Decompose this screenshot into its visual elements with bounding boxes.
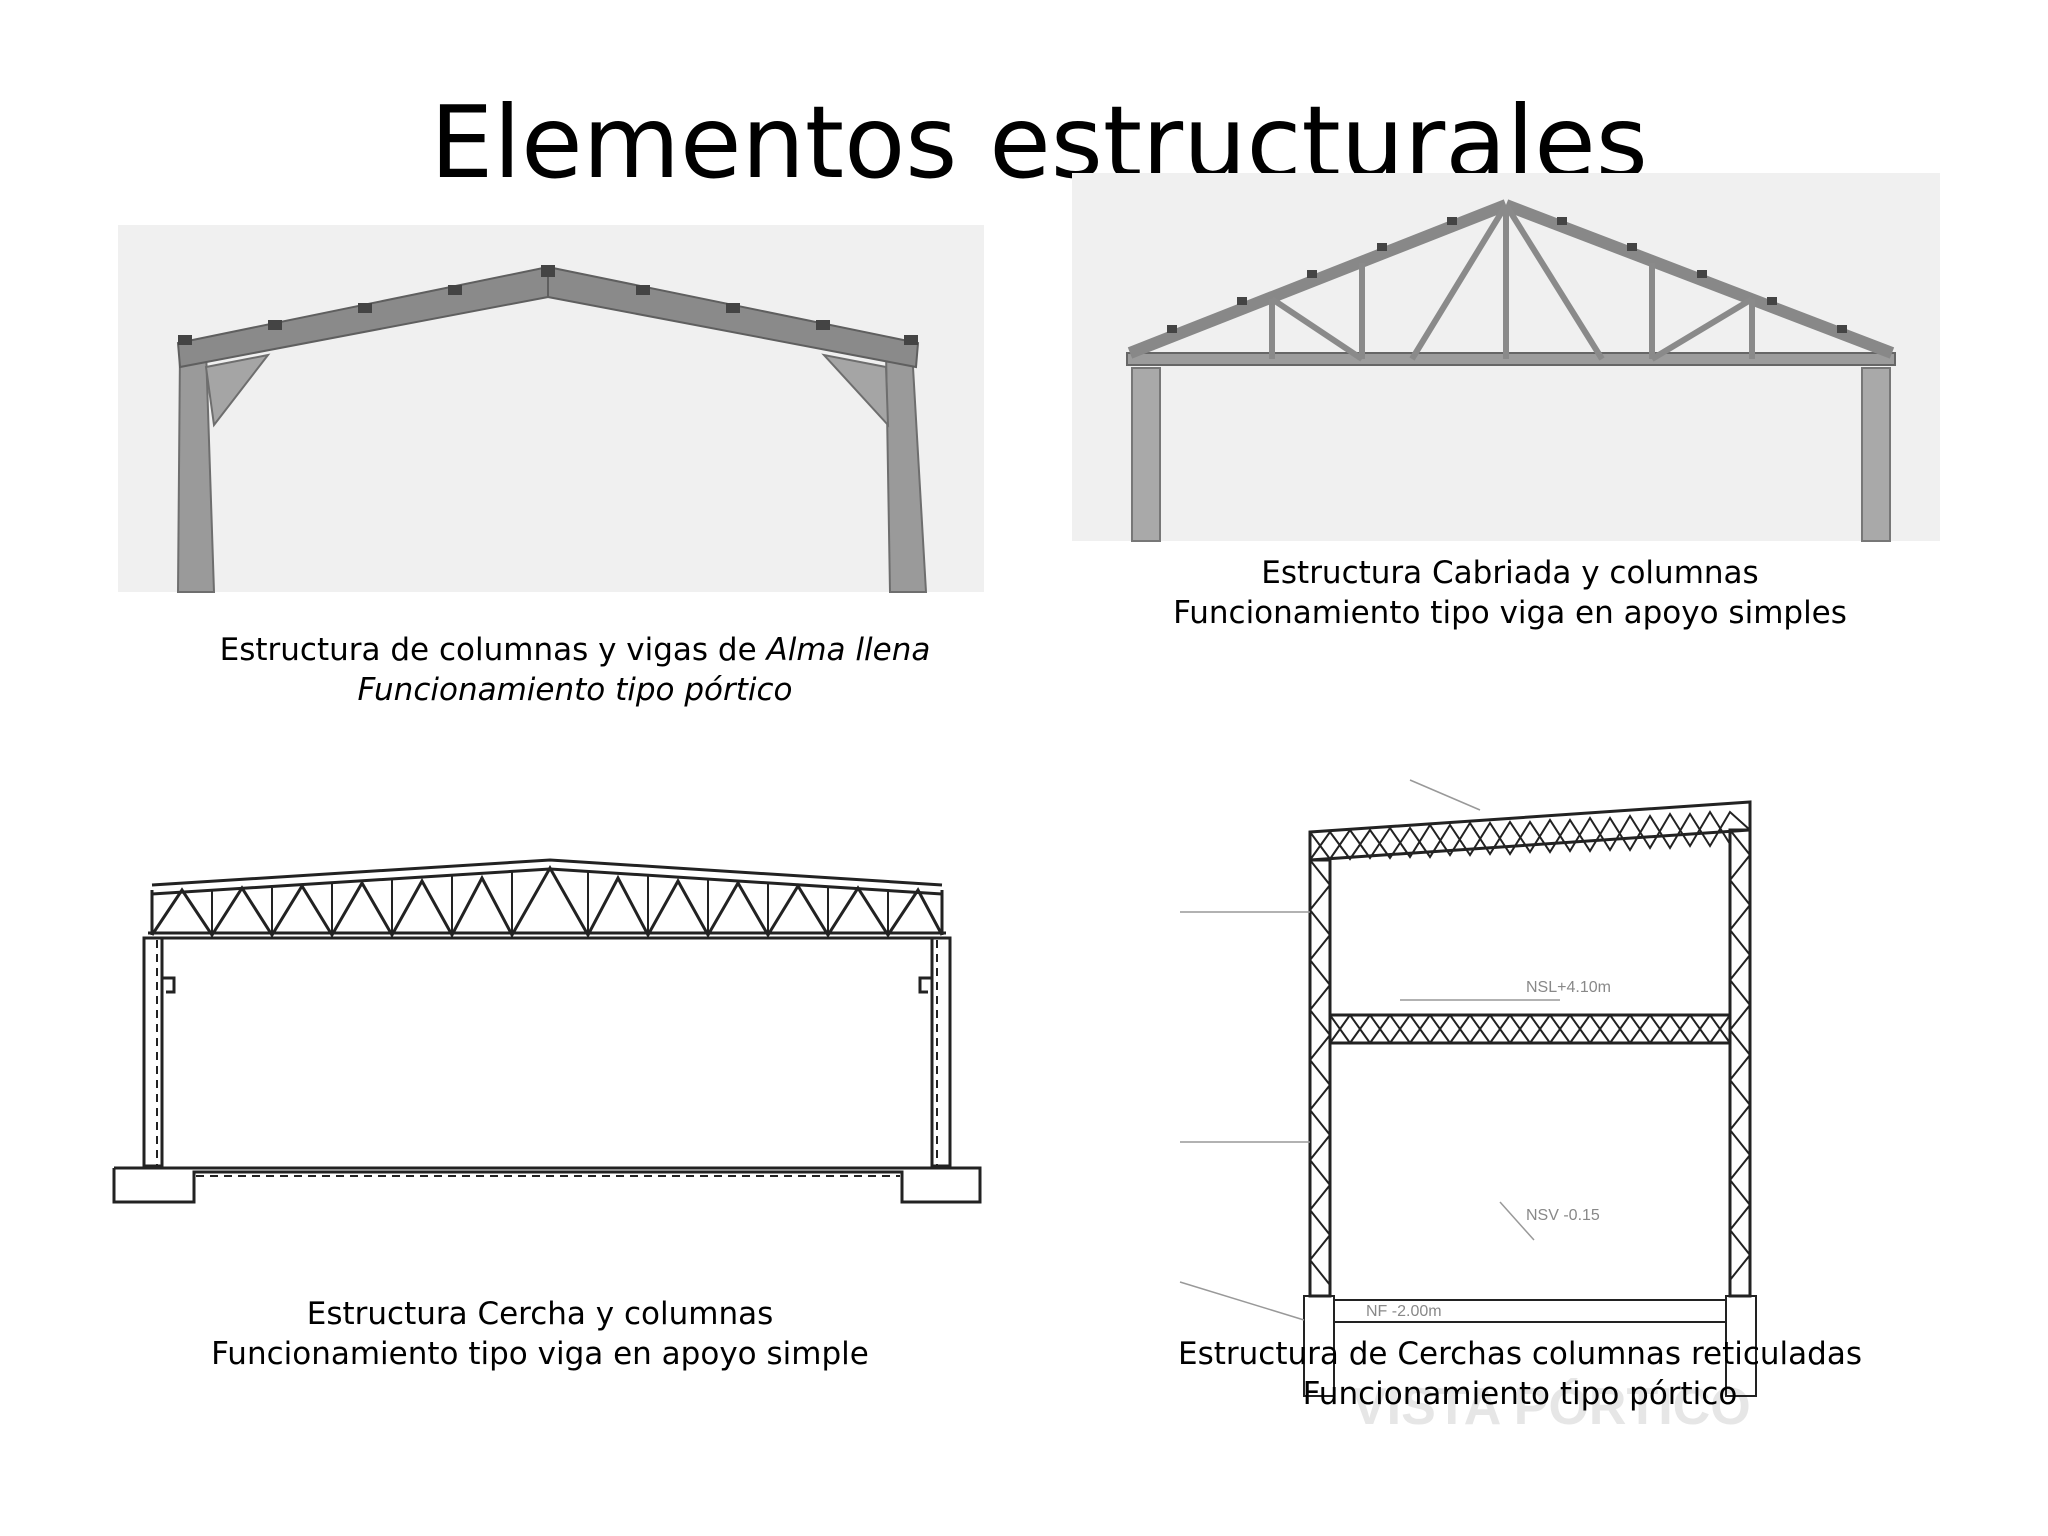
cercha-drawing bbox=[112, 858, 982, 1204]
image-cercha bbox=[112, 850, 982, 1210]
caption-reticulada-line2: Funcionamiento tipo pórtico bbox=[1302, 1376, 1738, 1412]
caption-alma-llena: Estructura de columnas y vigas de Alma l… bbox=[200, 630, 950, 710]
caption-alma-llena-line1: Estructura de columnas y vigas de Alma l… bbox=[219, 632, 931, 668]
image-reticulada: VISTA PÓRTICO NSL+4.10m NSV bbox=[1170, 760, 1770, 1480]
cabriada-drawing bbox=[1072, 173, 1940, 542]
alma-llena-drawing bbox=[118, 225, 984, 593]
image-cabriada bbox=[1072, 173, 1940, 542]
level-label-nf: NF -2.00m bbox=[1366, 1303, 1442, 1320]
caption-cercha-line2: Funcionamiento tipo viga en apoyo simple bbox=[211, 1336, 869, 1372]
caption-cabriada: Estructura Cabriada y columnas Funcionam… bbox=[1140, 553, 1880, 633]
watermark-text: VISTA PÓRTICO bbox=[1352, 1378, 1751, 1436]
caption-cercha-line1: Estructura Cercha y columnas bbox=[306, 1296, 774, 1332]
caption-reticulada: Estructura de Cerchas columnas reticulad… bbox=[1130, 1334, 1910, 1414]
level-label-nsv: NSV -0.15 bbox=[1526, 1207, 1600, 1224]
image-alma-llena bbox=[118, 225, 984, 593]
caption-alma-llena-line2: Funcionamiento tipo pórtico bbox=[357, 672, 793, 708]
caption-cabriada-line2: Funcionamiento tipo viga en apoyo simple… bbox=[1173, 595, 1847, 631]
reticulada-drawing: VISTA PÓRTICO NSL+4.10m NSV bbox=[1179, 779, 1757, 1436]
caption-cabriada-line1: Estructura Cabriada y columnas bbox=[1261, 555, 1759, 591]
level-label-nsl: NSL+4.10m bbox=[1526, 979, 1611, 996]
caption-reticulada-line1: Estructura de Cerchas columnas reticulad… bbox=[1178, 1336, 1862, 1372]
caption-cercha: Estructura Cercha y columnas Funcionamie… bbox=[170, 1294, 910, 1374]
